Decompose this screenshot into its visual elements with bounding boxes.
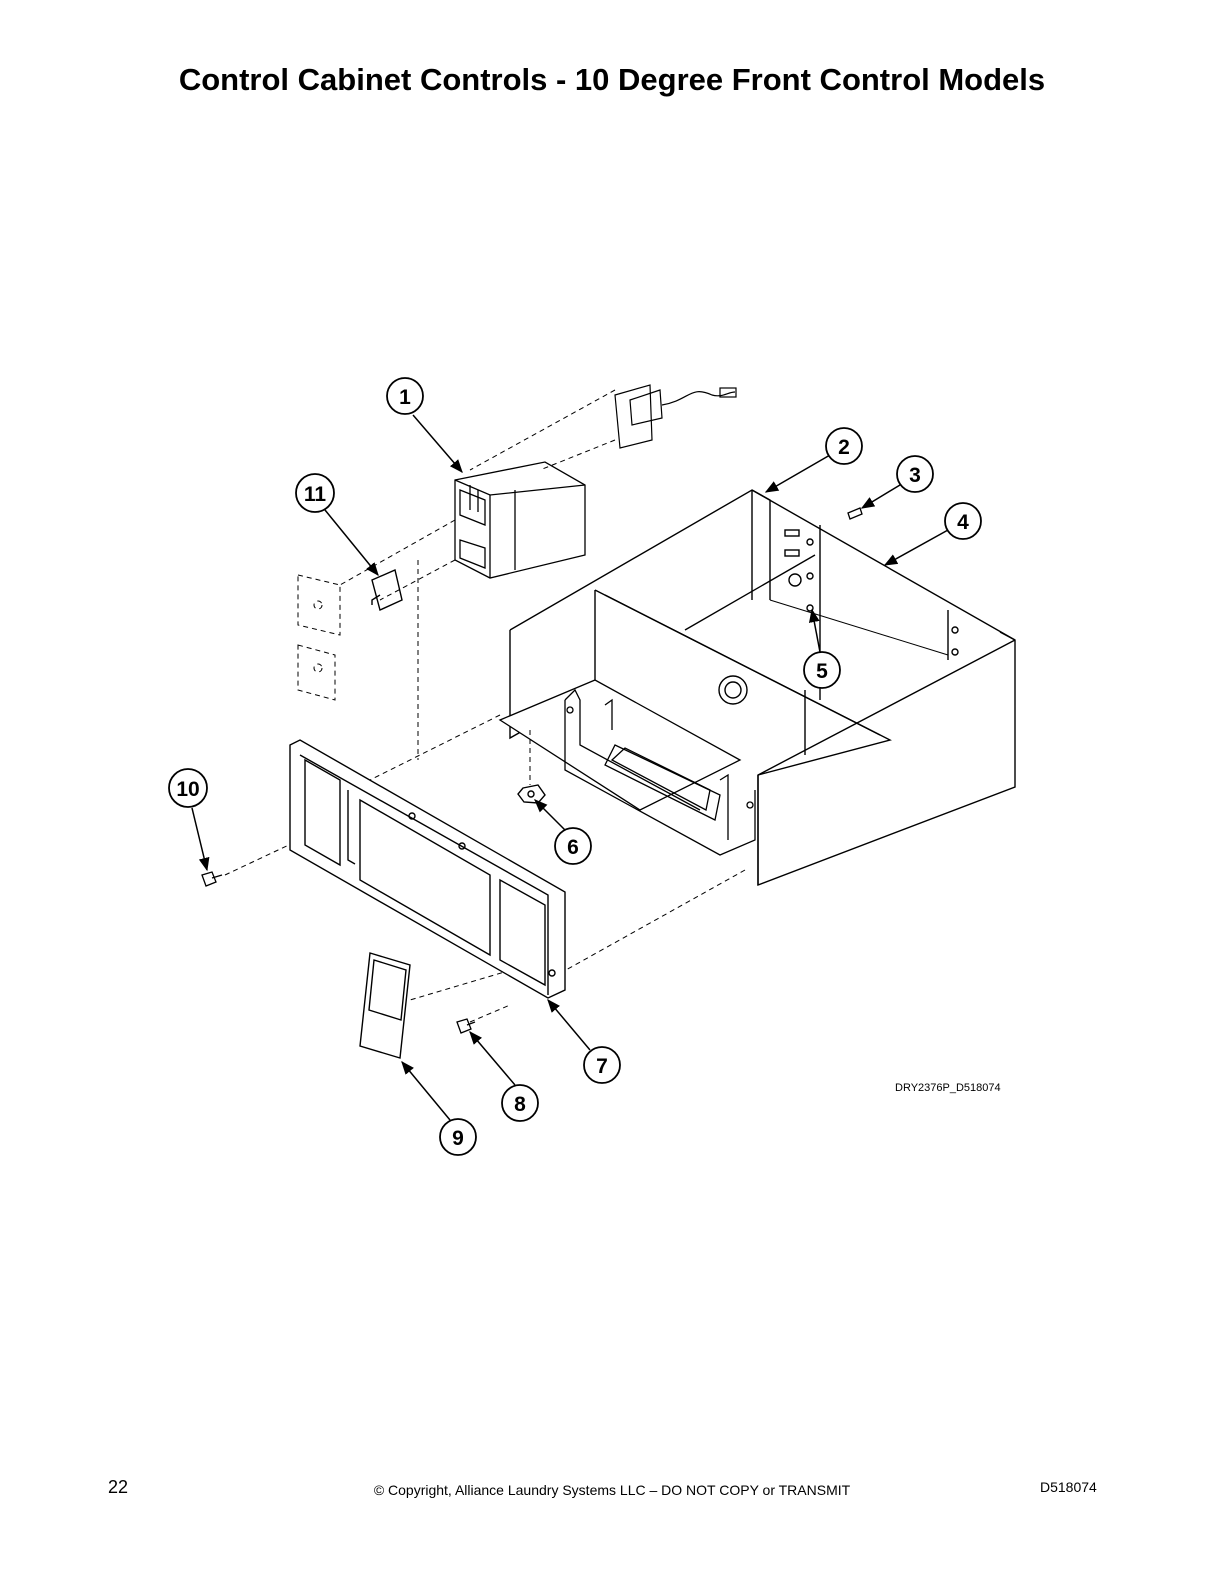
callout-balloons: 1 2 3 4 5 6 7 8 9 10 11: [168, 377, 982, 1156]
callout-11: 11: [295, 473, 335, 513]
leader-lines: [191, 414, 949, 1121]
callout-11-label: 11: [304, 483, 327, 506]
callout-1: 1: [386, 377, 424, 415]
bottom-bracket: [498, 679, 756, 856]
dashed-outlines: [224, 389, 746, 1023]
overlay-label: [359, 952, 411, 1059]
callout-2: 2: [825, 427, 863, 465]
callout-9: 9: [439, 1118, 477, 1156]
callout-10-label: 10: [176, 778, 199, 801]
control-board: [614, 384, 737, 449]
callout-7: 7: [583, 1046, 621, 1084]
page-title: Control Cabinet Controls - 10 Degree Fro…: [178, 62, 1046, 97]
callout-6-label: 6: [567, 836, 579, 859]
callout-8-label: 8: [514, 1093, 526, 1116]
figure-id: DRY2376P_D518074: [895, 1082, 1001, 1094]
callout-5-label: 5: [816, 660, 828, 683]
copyright-notice: © Copyright, Alliance Laundry Systems LL…: [373, 1482, 851, 1498]
callout-6: 6: [554, 827, 592, 865]
callout-5: 5: [803, 651, 841, 689]
callout-2-label: 2: [838, 436, 850, 459]
rocker-switch: [371, 569, 403, 611]
page-number: 22: [108, 1477, 129, 1497]
callout-9-label: 9: [452, 1127, 464, 1150]
callout-4: 4: [944, 502, 982, 540]
screws: [201, 507, 863, 1034]
callout-4-label: 4: [957, 511, 969, 534]
callout-3-label: 3: [909, 464, 921, 487]
callout-8: 8: [501, 1084, 539, 1122]
front-control-panel: [289, 739, 566, 999]
callout-1-label: 1: [399, 386, 411, 409]
callout-10: 10: [168, 768, 208, 808]
nut: [517, 784, 546, 804]
document-number: D518074: [1040, 1479, 1097, 1495]
callout-7-label: 7: [596, 1055, 608, 1078]
callout-3: 3: [896, 455, 934, 493]
control-bracket: [454, 461, 586, 579]
